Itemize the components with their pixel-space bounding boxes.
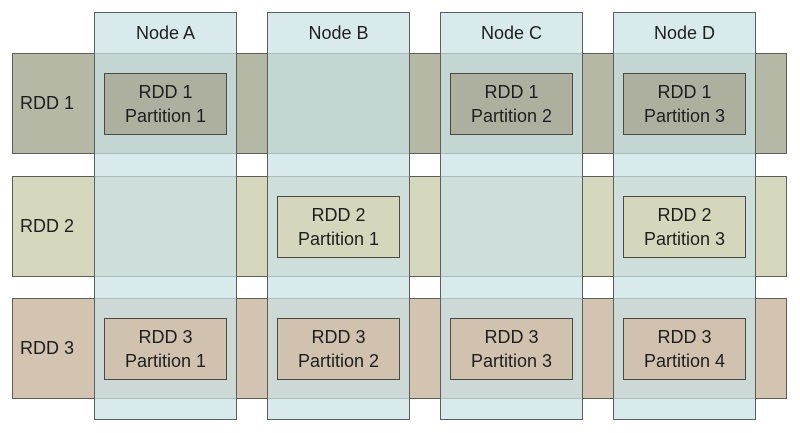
rdd2-label: RDD 2	[19, 216, 74, 236]
node-a-title: Node A	[135, 22, 196, 43]
partition-rdd-label: RDD 3	[484, 327, 539, 347]
rdd3-label: RDD 3	[19, 338, 74, 358]
rdd1-partition1-box: RDD 1 Partition 1	[104, 73, 227, 135]
partition-number-label: Partition 1	[297, 229, 380, 249]
rdd1-partition3-box: RDD 1 Partition 3	[623, 73, 746, 135]
partition-number-label: Partition 3	[470, 351, 553, 371]
rdd3-partition3-box: RDD 3 Partition 3	[450, 318, 573, 380]
rdd2-partition1-box: RDD 2 Partition 1	[277, 196, 400, 258]
rdd3-partition4-box: RDD 3 Partition 4	[623, 318, 746, 380]
partition-rdd-label: RDD 2	[311, 205, 366, 225]
node-c-title: Node C	[480, 22, 543, 43]
node-d-title: Node D	[653, 22, 716, 43]
partition-rdd-label: RDD 3	[311, 327, 366, 347]
rdd2-partition3-box: RDD 2 Partition 3	[623, 196, 746, 258]
rdd1-partition2-box: RDD 1 Partition 2	[450, 73, 573, 135]
node-b-title: Node B	[308, 22, 369, 43]
partition-number-label: Partition 4	[643, 351, 726, 371]
rdd3-partition1-box: RDD 3 Partition 1	[104, 318, 227, 380]
partition-rdd-label: RDD 2	[657, 205, 712, 225]
rdd1-label: RDD 1	[19, 93, 74, 113]
partition-rdd-label: RDD 1	[657, 82, 712, 102]
partition-rdd-label: RDD 1	[138, 82, 193, 102]
partition-number-label: Partition 1	[124, 351, 207, 371]
partition-rdd-label: RDD 1	[484, 82, 539, 102]
partition-rdd-label: RDD 3	[138, 327, 193, 347]
partition-number-label: Partition 3	[643, 106, 726, 126]
partition-number-label: Partition 1	[124, 106, 207, 126]
partition-rdd-label: RDD 3	[657, 327, 712, 347]
partition-number-label: Partition 2	[297, 351, 380, 371]
partition-number-label: Partition 3	[643, 229, 726, 249]
rdd3-partition2-box: RDD 3 Partition 2	[277, 318, 400, 380]
partition-number-label: Partition 2	[470, 106, 553, 126]
